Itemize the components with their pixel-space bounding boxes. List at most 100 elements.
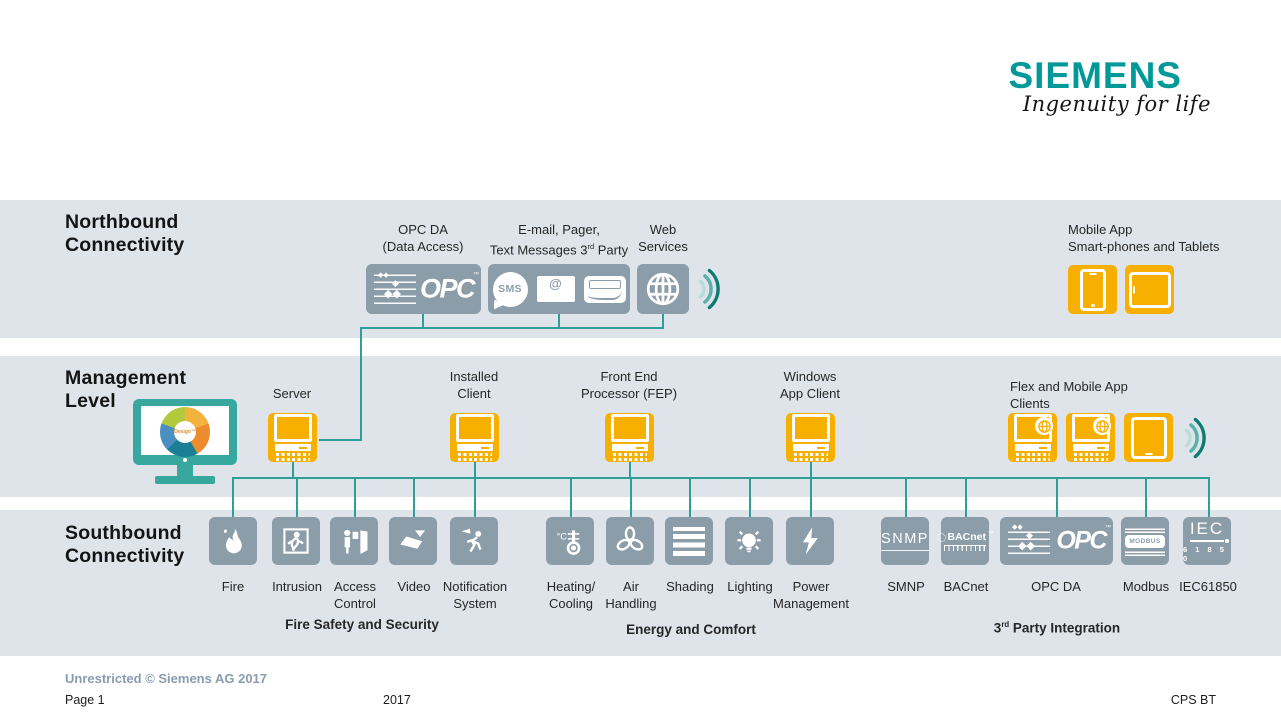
fire-icon	[223, 528, 242, 554]
desigo-wheel-icon: Desigo™	[160, 407, 210, 457]
device-label: Shading	[666, 579, 714, 594]
computer-icon	[610, 414, 649, 461]
tablet-box	[1125, 265, 1174, 314]
footer-year: 2017	[383, 693, 411, 707]
pager-icon	[583, 275, 626, 303]
globe-icon	[646, 272, 680, 306]
access-control-icon	[344, 529, 368, 555]
connector-line	[474, 477, 476, 517]
iec61850-box: IEC 6 1 8 5 0	[1183, 517, 1231, 565]
iec61850-logo: IEC 6 1 8 5 0	[1183, 519, 1229, 563]
device-label: Video	[397, 579, 431, 594]
opc-da-label: OPC DA(Data Access)	[382, 222, 464, 254]
group-label-energy-comfort: Energy and Comfort	[626, 622, 756, 637]
intrusion-icon	[283, 528, 309, 554]
connector-line	[413, 477, 415, 517]
gear-icon	[936, 532, 946, 542]
siemens-logo: SIEMENS	[1008, 55, 1182, 96]
monitor-base	[155, 476, 215, 484]
device-label: Lighting	[727, 579, 773, 594]
power-management-icon	[802, 527, 818, 555]
bus-line	[232, 477, 1210, 479]
group-label-fire-safety: Fire Safety and Security	[285, 617, 439, 632]
intrusion-box	[272, 517, 320, 565]
heating-cooling-box: °C	[546, 517, 594, 565]
installed-client-box	[450, 413, 499, 462]
notification-system-icon	[461, 528, 482, 553]
snmp-logo: SNMP	[881, 531, 929, 551]
snmp-box: SNMP	[881, 517, 929, 565]
flex-client-box	[1008, 413, 1057, 462]
device-label: Fire	[221, 579, 245, 594]
connector-line	[1145, 477, 1147, 517]
connector-line	[232, 477, 234, 517]
connector-line	[1208, 477, 1210, 517]
tablet-icon	[1128, 271, 1171, 308]
flex-client-box	[1066, 413, 1115, 462]
tablet-icon	[1130, 416, 1167, 459]
connector-line	[360, 327, 664, 329]
fire-box	[209, 517, 257, 565]
power-management-box	[786, 517, 834, 565]
device-label: SMNP	[887, 579, 925, 594]
connector-line	[474, 462, 476, 478]
fep-box	[605, 413, 654, 462]
lighting-box	[725, 517, 773, 565]
shading-box	[665, 517, 713, 565]
connector-line	[630, 477, 632, 517]
connector-line	[1056, 477, 1058, 517]
access-control-box	[330, 517, 378, 565]
opc-da-south-box: ◆◆ ◆ ◆◆ OPC ™	[1000, 517, 1113, 565]
messaging-box: SMS @	[488, 264, 630, 314]
page-number: Page 1	[65, 693, 105, 707]
connector-line	[354, 477, 356, 517]
device-label: Intrusion	[272, 579, 322, 594]
lighting-icon	[737, 530, 761, 553]
connector-line	[570, 477, 572, 517]
air-handling-box	[606, 517, 654, 565]
monitor-neck	[177, 465, 193, 476]
opc-logo-icon: ◆◆ ◆ ◆◆ OPC ™	[1000, 517, 1113, 565]
connector-line	[319, 439, 362, 441]
connector-line	[965, 477, 967, 517]
computer-icon	[791, 414, 830, 461]
globe-badge-icon	[1035, 417, 1053, 435]
email-icon: @	[536, 276, 575, 302]
connector-line	[629, 462, 631, 478]
globe-badge-icon	[1093, 417, 1111, 435]
device-label: Heating/Cooling	[546, 579, 596, 611]
air-handling-icon	[616, 526, 644, 551]
siemens-tagline: Ingenuity for life	[1022, 92, 1211, 116]
connector-line	[422, 314, 424, 328]
modbus-logo: MODBUS	[1125, 526, 1165, 556]
windows-app-client-box	[786, 413, 835, 462]
server-label: Server	[272, 386, 312, 401]
connector-line	[360, 327, 362, 441]
notification-system-box	[450, 517, 498, 565]
modbus-box: MODBUS	[1121, 517, 1169, 565]
wireless-waves-icon	[698, 268, 720, 310]
connector-line	[296, 477, 298, 517]
wireless-waves-icon	[1184, 417, 1206, 459]
server-box	[268, 413, 317, 462]
mobile-client-box	[1124, 413, 1173, 462]
shading-icon	[673, 526, 705, 556]
connector-line	[810, 477, 812, 517]
connector-line	[749, 477, 751, 517]
web-services-box	[637, 264, 689, 314]
smartphone-icon	[1079, 268, 1106, 311]
